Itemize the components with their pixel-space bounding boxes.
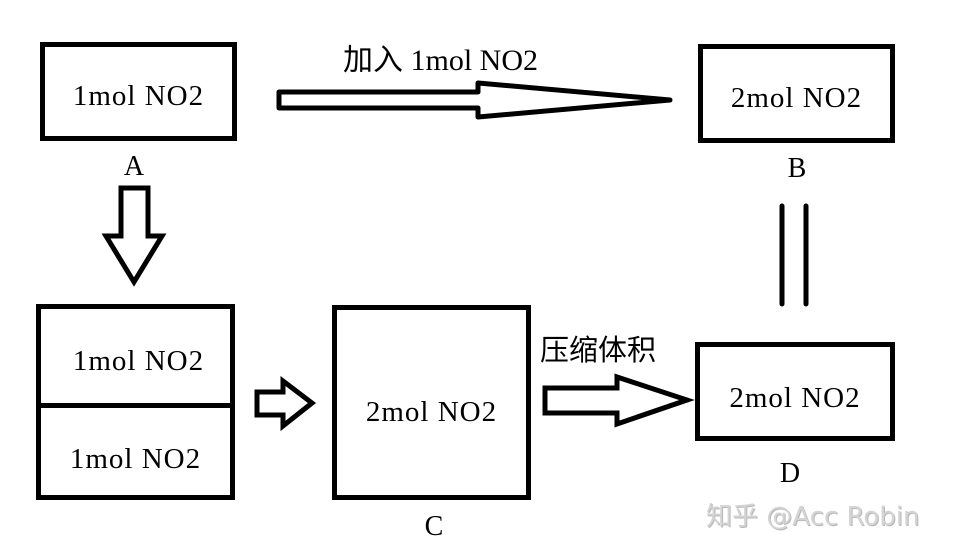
- container-d-content: 2mol NO2: [729, 382, 861, 414]
- container-d: 2mol NO2: [695, 342, 895, 441]
- label-d: D: [779, 458, 801, 489]
- container-stacked-top-content: 1mol NO2: [72, 345, 205, 377]
- caption-add-no2: 加入 1mol NO2: [343, 44, 538, 77]
- arrow-c-to-d: [542, 373, 695, 428]
- container-b-content: 2mol NO2: [730, 82, 863, 114]
- container-stacked: 1mol NO2 1mol NO2: [36, 304, 235, 500]
- container-stacked-divider: [41, 403, 230, 408]
- label-b: B: [787, 153, 807, 184]
- caption-compress: 压缩体积: [540, 333, 657, 367]
- label-a: A: [123, 151, 145, 182]
- arrow-a-to-stacked: [101, 185, 167, 287]
- arrow-a-to-b: [276, 80, 673, 120]
- container-b: 2mol NO2: [698, 44, 895, 143]
- arrow-stacked-to-c: [254, 375, 317, 432]
- watermark: 知乎 @Acc Robin: [706, 502, 920, 532]
- container-c: 2mol NO2: [332, 305, 531, 500]
- label-c: C: [424, 511, 444, 542]
- container-c-content: 2mol NO2: [365, 396, 498, 428]
- container-a: 1mol NO2: [40, 42, 237, 141]
- container-stacked-bottom-content: 1mol NO2: [69, 443, 202, 475]
- container-a-content: 1mol NO2: [72, 80, 205, 112]
